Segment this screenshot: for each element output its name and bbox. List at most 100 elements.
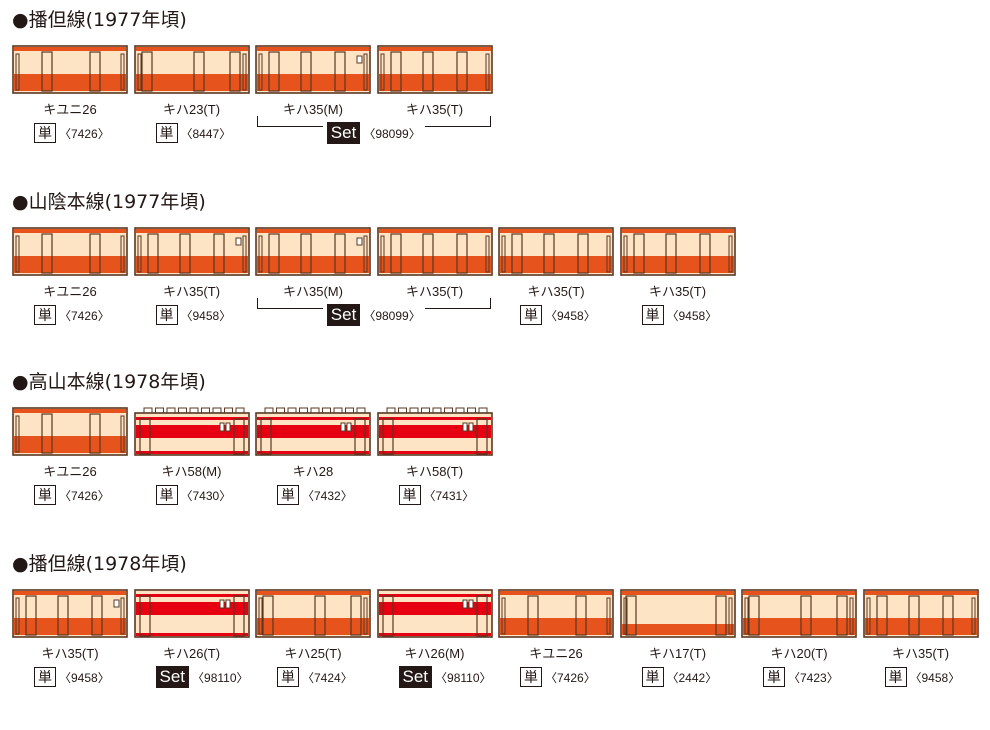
section-title: ●高山本線(1978年頃) — [12, 371, 206, 393]
single-car-badge: 単 — [277, 667, 299, 687]
product-code: 単〈9458〉 — [34, 666, 110, 688]
train-car: キハ26(T)Set〈98110〉 — [133, 588, 250, 692]
single-car-badge: 単 — [155, 123, 178, 143]
train-car: キユニ26 単〈7426〉 — [12, 226, 128, 330]
car-name: キハ28 — [292, 464, 334, 479]
product-code: 単〈9458〉 — [641, 304, 718, 326]
single-car-badge: 単 — [34, 485, 56, 505]
train-car-illustration — [255, 406, 371, 456]
product-code: 単〈7426〉 — [34, 484, 110, 506]
train-car: キユニ26 単〈7426〉 — [12, 44, 128, 148]
product-number: 〈9458〉 — [545, 308, 596, 323]
train-car: キハ58(T)単〈7431〉 — [376, 406, 493, 510]
train-car-illustration — [376, 406, 493, 456]
set-bracket: Set〈98099〉 — [257, 116, 491, 144]
train-car: キユニ26 単〈7426〉 — [498, 588, 614, 692]
train-car-illustration — [619, 588, 736, 638]
section-title: ●播但線(1977年頃) — [12, 9, 187, 31]
car-name: キハ20(T) — [770, 646, 828, 661]
product-number: 〈9458〉 — [59, 670, 110, 685]
train-car: キハ35(T) 単〈9458〉 — [12, 588, 128, 692]
single-car-badge: 単 — [641, 667, 664, 687]
set-badge: Set — [155, 666, 190, 688]
train-car: キハ17(T) 単〈2442〉 — [619, 588, 736, 692]
product-code: 単〈7426〉 — [520, 666, 596, 688]
train-car-illustration — [255, 44, 371, 94]
product-number: 〈98099〉 — [363, 126, 421, 141]
single-car-badge: 単 — [34, 123, 56, 143]
train-car: キハ26(M)Set〈98110〉 — [376, 588, 493, 692]
train-car: キハ35(T) 単〈9458〉 — [619, 226, 736, 330]
train-car-illustration — [862, 588, 979, 638]
car-name: キハ35(T) — [405, 284, 464, 299]
set-badge: Set — [326, 304, 361, 326]
train-car: キハ35(T) — [376, 44, 493, 148]
car-name: キハ17(T) — [648, 646, 707, 661]
train-car: キハ35(T) — [376, 226, 493, 330]
product-number: 〈7424〉 — [302, 670, 353, 685]
train-car-illustration — [376, 44, 493, 94]
car-name: キハ35(T) — [162, 284, 221, 299]
product-code: 単〈7431〉 — [398, 484, 475, 506]
car-name: キハ35(T) — [527, 284, 585, 299]
product-number: 〈2442〉 — [666, 670, 718, 685]
car-name: キハ35(T) — [648, 284, 707, 299]
car-name: キハ35(T) — [41, 646, 99, 661]
car-name: キユニ26 — [43, 284, 97, 299]
set-badge: Set — [326, 122, 361, 144]
train-car-illustration — [498, 226, 614, 276]
single-car-badge: 単 — [34, 667, 56, 687]
train-car: キハ35(T) 単〈9458〉 — [862, 588, 979, 692]
product-code: 単〈7424〉 — [277, 666, 353, 688]
single-car-badge: 単 — [520, 667, 542, 687]
set-badge: Set — [398, 666, 433, 688]
product-number: 〈7431〉 — [423, 488, 475, 503]
product-number: 〈7426〉 — [59, 308, 110, 323]
set-product: Set〈98099〉 — [322, 122, 425, 144]
product-number: 〈9458〉 — [909, 670, 961, 685]
train-car-illustration — [133, 226, 250, 276]
product-number: 〈7426〉 — [59, 126, 110, 141]
product-number: 〈98110〉 — [435, 670, 492, 685]
product-number: 〈7430〉 — [180, 488, 232, 503]
product-number: 〈7426〉 — [59, 488, 110, 503]
single-car-badge: 単 — [155, 305, 178, 325]
product-number: 〈7426〉 — [545, 670, 596, 685]
train-car-illustration — [133, 588, 250, 638]
train-car: キハ35(T) 単〈9458〉 — [498, 226, 614, 330]
train-car-illustration — [133, 406, 250, 456]
product-number: 〈98110〉 — [192, 670, 249, 685]
car-name: キユニ26 — [43, 464, 97, 479]
train-car: キハ35(T)単〈9458〉 — [133, 226, 250, 330]
car-name: キハ58(M) — [161, 464, 222, 479]
formation-section: ●播但線(1978年頃)キハ35(T)単〈9458〉キハ26(T)Set〈981… — [0, 552, 990, 722]
product-number: 〈7432〉 — [302, 488, 353, 503]
train-car-illustration — [12, 406, 128, 456]
train-car-illustration — [741, 588, 857, 638]
car-name: キハ35(T) — [405, 102, 464, 117]
product-number: 〈9458〉 — [666, 308, 718, 323]
train-car: キハ20(T)単〈7423〉 — [741, 588, 857, 692]
single-car-badge: 単 — [763, 667, 785, 687]
train-car: キハ58(M)単〈7430〉 — [133, 406, 250, 510]
car-name: キハ35(T) — [891, 646, 950, 661]
train-car-illustration — [498, 588, 614, 638]
car-name: キハ35(M) — [283, 284, 343, 299]
product-code: Set〈98110〉 — [155, 666, 249, 688]
product-code: 単〈9458〉 — [520, 304, 596, 326]
product-code: 単〈8447〉 — [155, 122, 231, 144]
train-car: キハ35(M) — [255, 226, 371, 330]
car-name: キハ23(T) — [162, 102, 221, 117]
car-name: キユニ26 — [43, 102, 97, 117]
train-car-illustration — [619, 226, 736, 276]
single-car-badge: 単 — [884, 667, 907, 687]
car-name: キユニ26 — [529, 646, 583, 661]
section-title: ●山陰本線(1977年頃) — [12, 191, 206, 213]
product-code: 単〈2442〉 — [641, 666, 718, 688]
train-car-illustration — [12, 44, 128, 94]
single-car-badge: 単 — [34, 305, 56, 325]
set-product: Set〈98099〉 — [322, 304, 425, 326]
